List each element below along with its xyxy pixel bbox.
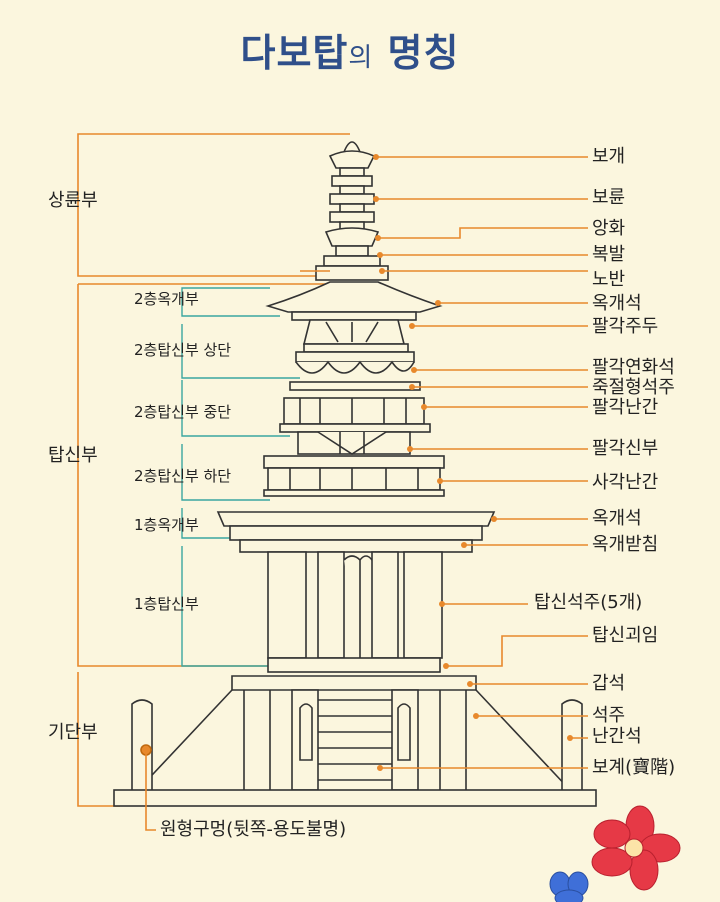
label-sangdan: 2층탑신부 상단 <box>134 341 232 359</box>
pagoda-lower-roof <box>216 511 496 673</box>
label-boryun: 보륜 <box>592 187 626 208</box>
label-okgae2: 2층옥개부 <box>134 290 199 308</box>
flower-decoration <box>549 805 681 902</box>
section-label-gidan: 기단부 <box>48 722 98 743</box>
label-anghwa: 앙화 <box>592 218 626 239</box>
label-goeim: 탑신괴임 <box>592 625 659 646</box>
pagoda-sangryun <box>315 141 389 281</box>
page-title: 다보탑의 명칭 <box>240 31 460 75</box>
label-hadan: 2층탑신부 하단 <box>134 467 232 485</box>
label-okgaeseok-2: 옥개석 <box>592 293 642 314</box>
section-label-sangryun: 상륜부 <box>48 190 98 211</box>
label-hole: 원형구멍(뒷쪽-용도불명) <box>160 819 347 840</box>
label-noban: 노반 <box>592 269 626 290</box>
label-yeonhwaseok: 팔각연화석 <box>592 357 675 378</box>
label-seokju: 석주 <box>592 705 626 726</box>
pagoda-base <box>113 675 597 807</box>
label-jungdan: 2층탑신부 중단 <box>134 403 232 421</box>
label-bogye: 보계(寶階) <box>592 757 676 778</box>
label-bogae: 보개 <box>592 146 626 167</box>
label-gapseok: 갑석 <box>592 673 626 694</box>
leader-dots <box>373 154 573 771</box>
label-nangan8: 팔각난간 <box>592 397 659 418</box>
label-okgae1: 1층옥개부 <box>134 516 199 534</box>
label-sinbu8: 팔각신부 <box>592 438 659 459</box>
pagoda-upper-roof <box>263 281 445 497</box>
label-jukjeol: 죽절형석주 <box>592 377 675 398</box>
label-tapsin1: 1층탑신부 <box>134 595 199 613</box>
teal-brackets <box>181 287 300 667</box>
leader-lines <box>145 156 588 831</box>
label-okgaebatchim: 옥개받침 <box>592 534 659 555</box>
label-palgakjudu: 팔각주두 <box>592 316 659 337</box>
label-nanganseok: 난간석 <box>592 726 642 747</box>
section-label-tapsin: 탑신부 <box>48 445 98 466</box>
label-bokbal: 복발 <box>592 244 626 265</box>
label-okgaeseok-1: 옥개석 <box>592 508 642 529</box>
label-nangan4: 사각난간 <box>592 472 659 493</box>
label-seokju5: 탑신석주(5개) <box>534 592 643 613</box>
